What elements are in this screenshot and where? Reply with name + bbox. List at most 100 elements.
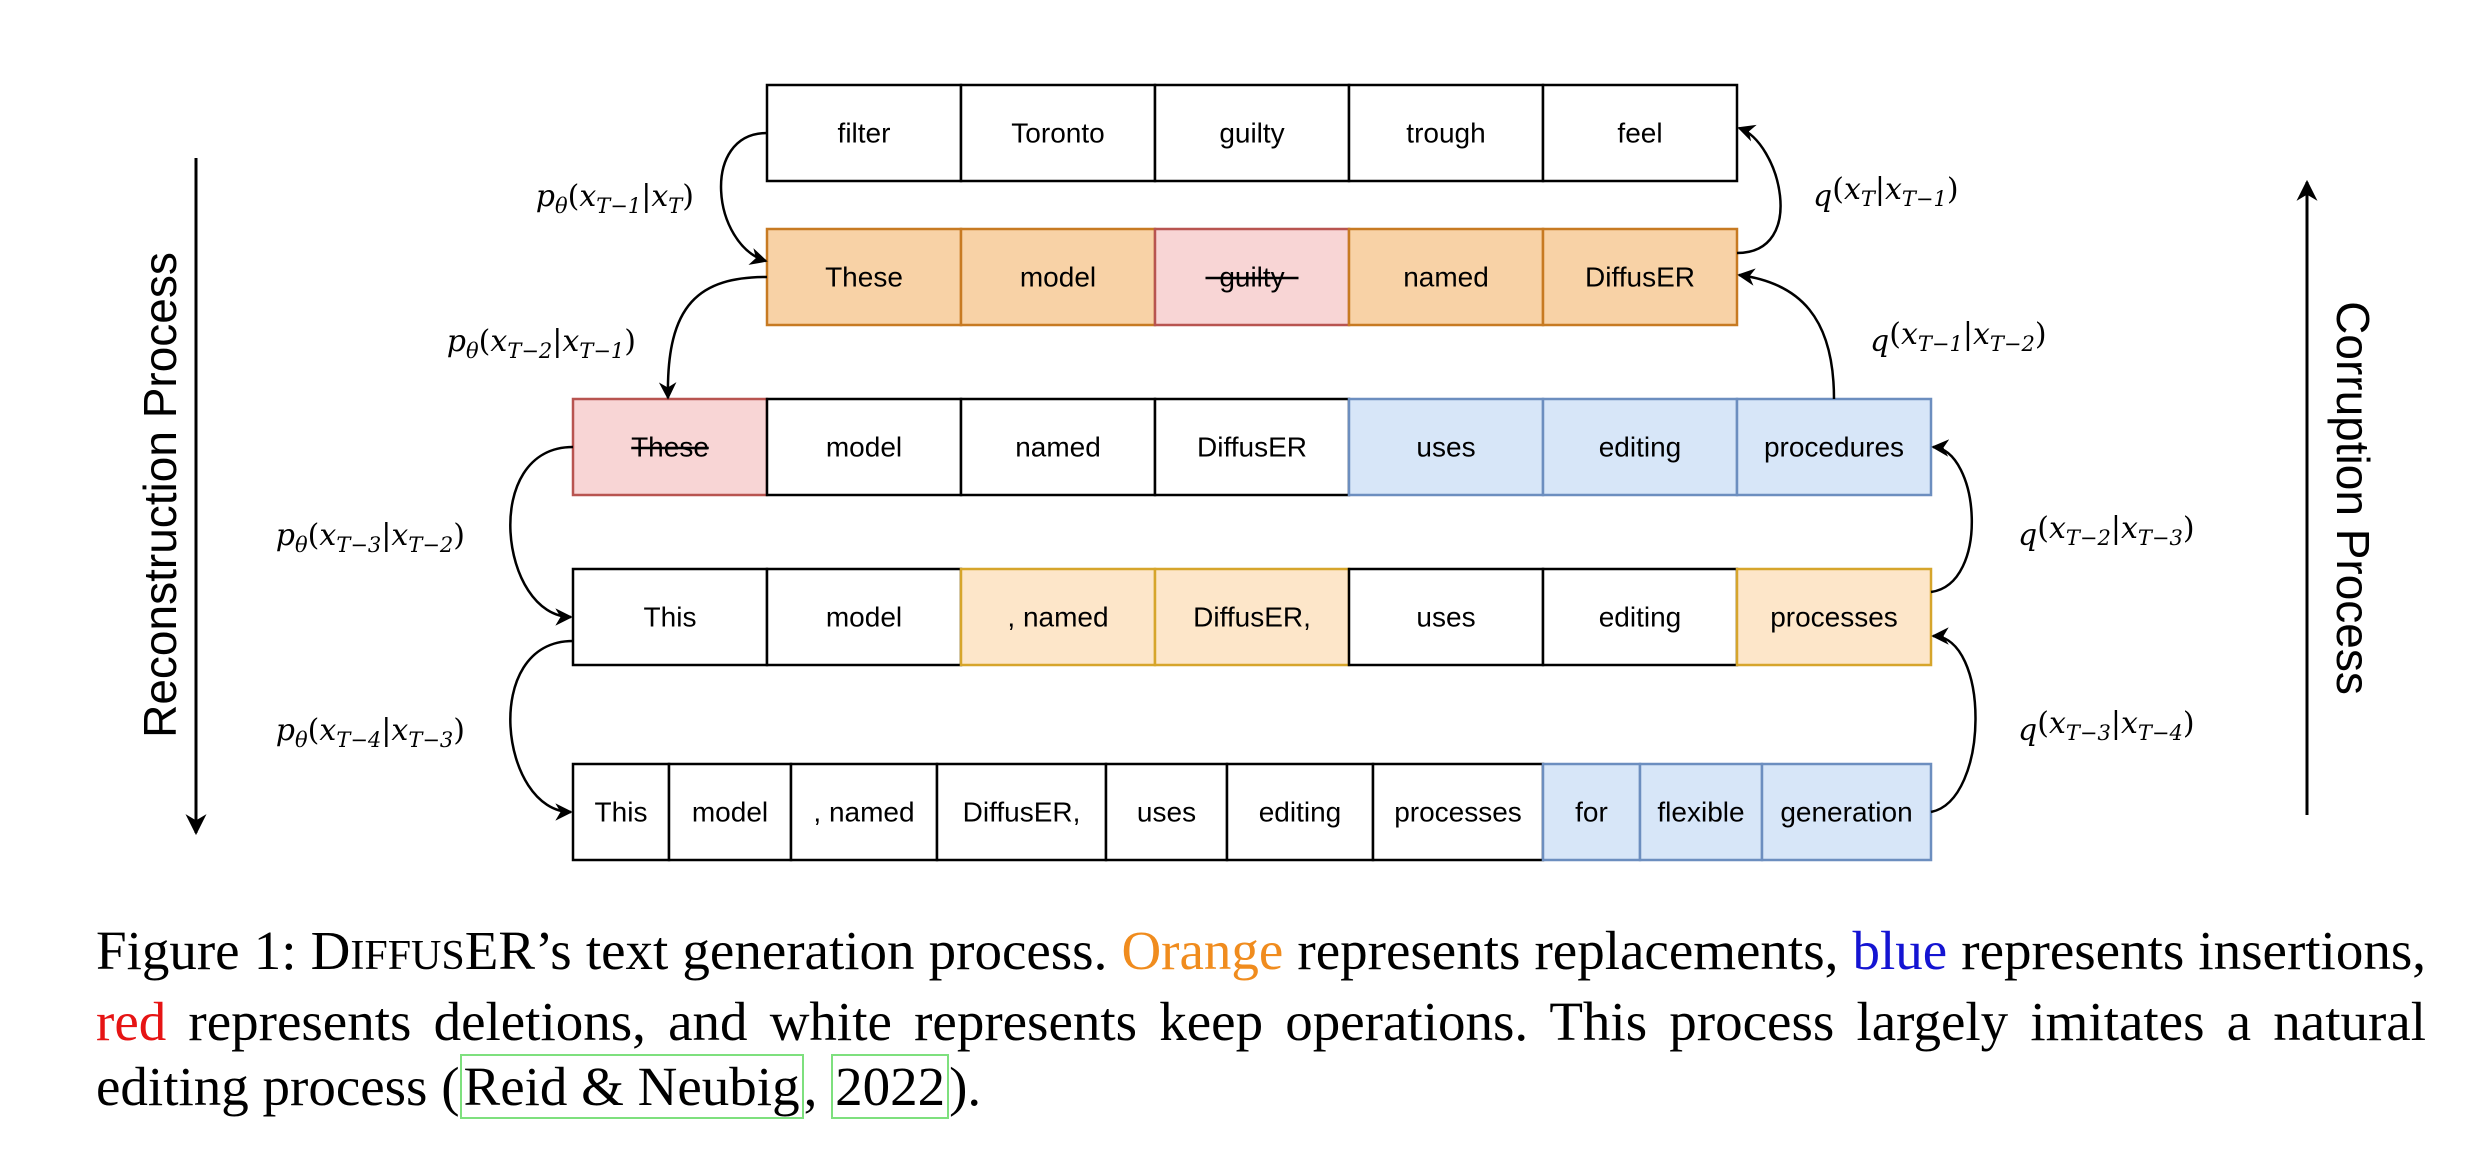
- caption-name-initial: D: [310, 920, 351, 981]
- caption-text-1: represents replacements,: [1283, 920, 1853, 981]
- token-text: for: [1575, 797, 1608, 828]
- token-text: , named: [813, 797, 914, 828]
- token-text: generation: [1780, 797, 1912, 828]
- token-cell-keep: [1541, 567, 1739, 667]
- forward-step-label: q(xT|xT−1): [1813, 172, 1959, 214]
- token-text: DiffusER,: [963, 797, 1081, 828]
- token-text: Toronto: [1011, 118, 1104, 149]
- forward-transition-arrow: [1930, 439, 1973, 594]
- token-cell-keep: [667, 762, 793, 862]
- token-cell-insert: [1541, 397, 1739, 497]
- token-cell-keep: [935, 762, 1108, 862]
- reconstruction-label: Reconstruction Process: [134, 252, 186, 738]
- forward-step-label: q(xT−3|xT−4): [2018, 706, 2195, 748]
- token-text: uses: [1416, 432, 1475, 463]
- caption-orange-word: Orange: [1121, 920, 1284, 981]
- token-cell-keep: [765, 567, 963, 667]
- token-cell-replace: [959, 227, 1157, 327]
- reverse-step-label: pθ(xT−4|xT−3): [276, 713, 465, 752]
- caption-suffix: ).: [949, 1056, 982, 1117]
- token-text: feel: [1617, 118, 1662, 149]
- caption-text-2: represents insertions,: [1947, 920, 2426, 981]
- forward-step-label: q(xT−2|xT−3): [2018, 511, 2195, 553]
- token-cell-keep: [1104, 762, 1229, 862]
- token-text: This: [644, 602, 697, 633]
- caption-text-3: represents deletions, and white represen…: [96, 991, 2426, 1117]
- reverse-transition-arrow: [509, 639, 574, 821]
- token-text: uses: [1416, 602, 1475, 633]
- forward-step-label: q(xT−1|xT−2): [1870, 317, 2047, 359]
- corruption-label: Corruption Process: [2327, 301, 2379, 695]
- token-cell-replace: [1541, 227, 1739, 327]
- forward-transition-arrow: [1737, 268, 1836, 400]
- token-text: guilty: [1219, 118, 1284, 149]
- token-cell-keep: [1153, 83, 1351, 183]
- caption-prefix: Figure 1:: [96, 920, 311, 981]
- caption-blue-word: blue: [1852, 920, 1948, 981]
- token-text: named: [1015, 432, 1101, 463]
- token-text: DiffusER: [1197, 432, 1307, 463]
- token-row: filter Toronto guilty trough feel: [765, 83, 1739, 183]
- token-text: model: [692, 797, 768, 828]
- forward-transition-arrow: [1736, 124, 1782, 255]
- token-cell-replace: [1347, 227, 1545, 327]
- token-text: filter: [838, 118, 891, 149]
- token-cell-keep: [571, 762, 671, 862]
- token-text: These: [825, 262, 903, 293]
- token-cell-keep: [1225, 762, 1375, 862]
- caption-red-word: red: [96, 991, 167, 1052]
- token-text: processes: [1394, 797, 1522, 828]
- citation-author-link[interactable]: Reid & Neubig: [459, 1054, 804, 1119]
- token-text: editing: [1599, 602, 1682, 633]
- token-text: , named: [1007, 602, 1108, 633]
- token-text: model: [826, 602, 902, 633]
- reverse-step-label: pθ(xT−1|xT): [536, 179, 694, 218]
- caption-name-rest: ER’s text generation process.: [464, 920, 1122, 981]
- token-text: DiffusER,: [1193, 602, 1311, 633]
- token-cell-keep: [1371, 762, 1545, 862]
- token-text: flexible: [1657, 797, 1744, 828]
- token-text: editing: [1599, 432, 1682, 463]
- token-text: model: [1020, 262, 1096, 293]
- reverse-transition-arrow: [719, 131, 768, 265]
- token-row: This model , named DiffusER, uses editing proc…: [571, 567, 1933, 667]
- caption-name-smallcaps: IFFUS: [350, 933, 465, 979]
- reverse-transition-arrow: [658, 275, 768, 400]
- token-cell-insert: [1735, 397, 1933, 497]
- token-cell-delete: [1153, 227, 1351, 327]
- token-text: DiffusER: [1585, 262, 1695, 293]
- reverse-transition-arrow: [509, 445, 574, 626]
- token-text: This: [595, 797, 648, 828]
- token-cell-keep: [1153, 397, 1351, 497]
- token-text: model: [826, 432, 902, 463]
- figure-caption: Figure 1: DIFFUSER’s text generation pro…: [96, 918, 2426, 1119]
- token-cell-keep: [765, 397, 963, 497]
- token-cell-keep: [765, 83, 963, 183]
- token-text: trough: [1406, 118, 1485, 149]
- token-cell-replace_light: [1735, 567, 1933, 667]
- caption-cite-separator: ,: [803, 1056, 832, 1117]
- token-text: procedures: [1764, 432, 1904, 463]
- reverse-step-label: pθ(xT−3|xT−2): [276, 518, 465, 557]
- citation-year-link[interactable]: 2022: [831, 1054, 950, 1119]
- token-text: editing: [1259, 797, 1342, 828]
- transition-arrows: [509, 124, 1977, 821]
- token-cell-keep: [959, 83, 1157, 183]
- reverse-step-label: pθ(xT−2|xT−1): [447, 324, 636, 363]
- transition-labels: pθ(xT−1|xT) pθ(xT−2|xT−1) pθ(xT−3|xT−2) pθ(…: [276, 172, 2195, 752]
- token-cell-insert: [1541, 762, 1642, 862]
- token-cell-insert: [1638, 762, 1764, 862]
- token-cell-keep: [1347, 567, 1545, 667]
- forward-transition-arrow: [1930, 627, 1977, 814]
- token-text: processes: [1770, 602, 1898, 633]
- token-cell-keep: [1541, 83, 1739, 183]
- token-text: named: [1403, 262, 1489, 293]
- token-cell-keep: [959, 397, 1157, 497]
- token-cell-replace_light: [959, 567, 1157, 667]
